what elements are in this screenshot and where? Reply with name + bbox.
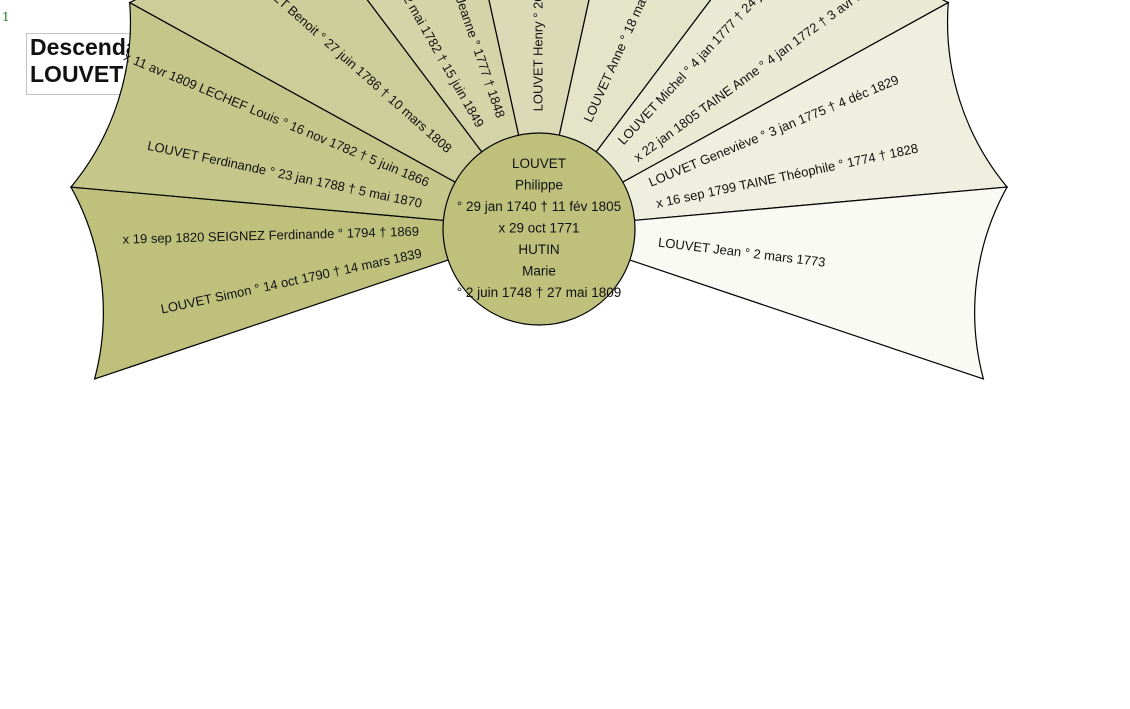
fan-sector-2 bbox=[69, 1, 488, 225]
fan-sector-5 bbox=[488, 0, 590, 171]
fan-sector-7 bbox=[573, 0, 950, 201]
page-number: 1 bbox=[2, 10, 10, 24]
root-line-4: x 29 oct 1771 bbox=[498, 221, 579, 236]
fan-sector-4 bbox=[366, 0, 528, 182]
root-line-2: Philippe bbox=[515, 178, 563, 193]
fan-sector-1 bbox=[69, 186, 483, 380]
fan-sectors bbox=[69, 0, 1009, 380]
root-line-1: LOUVET bbox=[512, 156, 566, 171]
fan-sector-9 bbox=[595, 186, 1009, 380]
fan-sector-6 bbox=[550, 0, 712, 182]
root-line-5: HUTIN bbox=[518, 242, 559, 257]
root-line-7: ° 2 juin 1748 † 27 mai 1809 bbox=[457, 285, 622, 300]
root-line-6: Marie bbox=[522, 264, 556, 279]
root-circle bbox=[442, 132, 636, 326]
fan-label-5-1: LOUVET Henry ° 20 mars 1781 † 23 avr 178… bbox=[530, 0, 545, 111]
root-line-3: ° 29 jan 1740 † 11 fév 1805 bbox=[457, 199, 621, 214]
fan-sector-3 bbox=[128, 0, 505, 201]
fan-sector-8 bbox=[590, 1, 1009, 225]
root-person: LOUVET Philippe ° 29 jan 1740 † 11 fév 180… bbox=[442, 132, 636, 326]
